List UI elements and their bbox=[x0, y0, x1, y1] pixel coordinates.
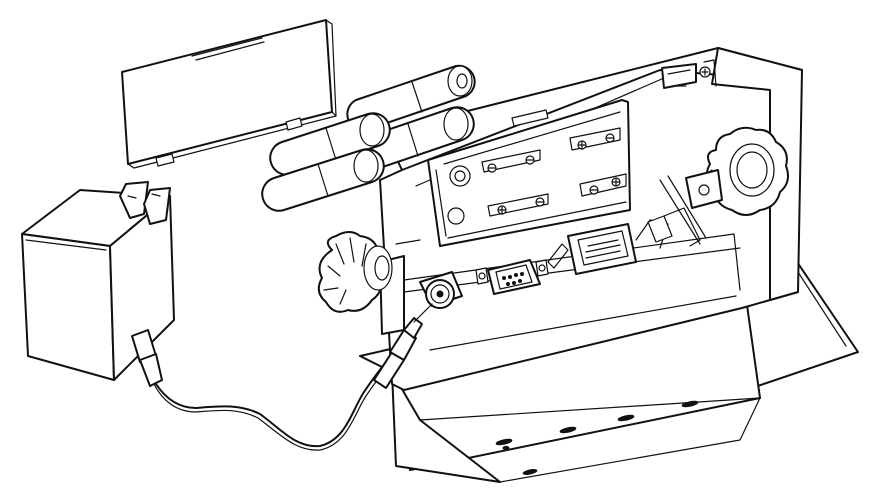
left-mounting-knob bbox=[317, 231, 393, 313]
aa-battery bbox=[261, 64, 476, 212]
right-mounting-knob bbox=[659, 126, 789, 245]
power-cable bbox=[153, 303, 433, 451]
dc-power-jack bbox=[419, 271, 463, 309]
ac-power-adapter bbox=[21, 181, 175, 387]
vga-port-db15 bbox=[547, 207, 701, 275]
battery-compartment bbox=[427, 99, 631, 247]
battery-cover bbox=[121, 19, 337, 169]
serial-port-db9 bbox=[475, 259, 549, 295]
